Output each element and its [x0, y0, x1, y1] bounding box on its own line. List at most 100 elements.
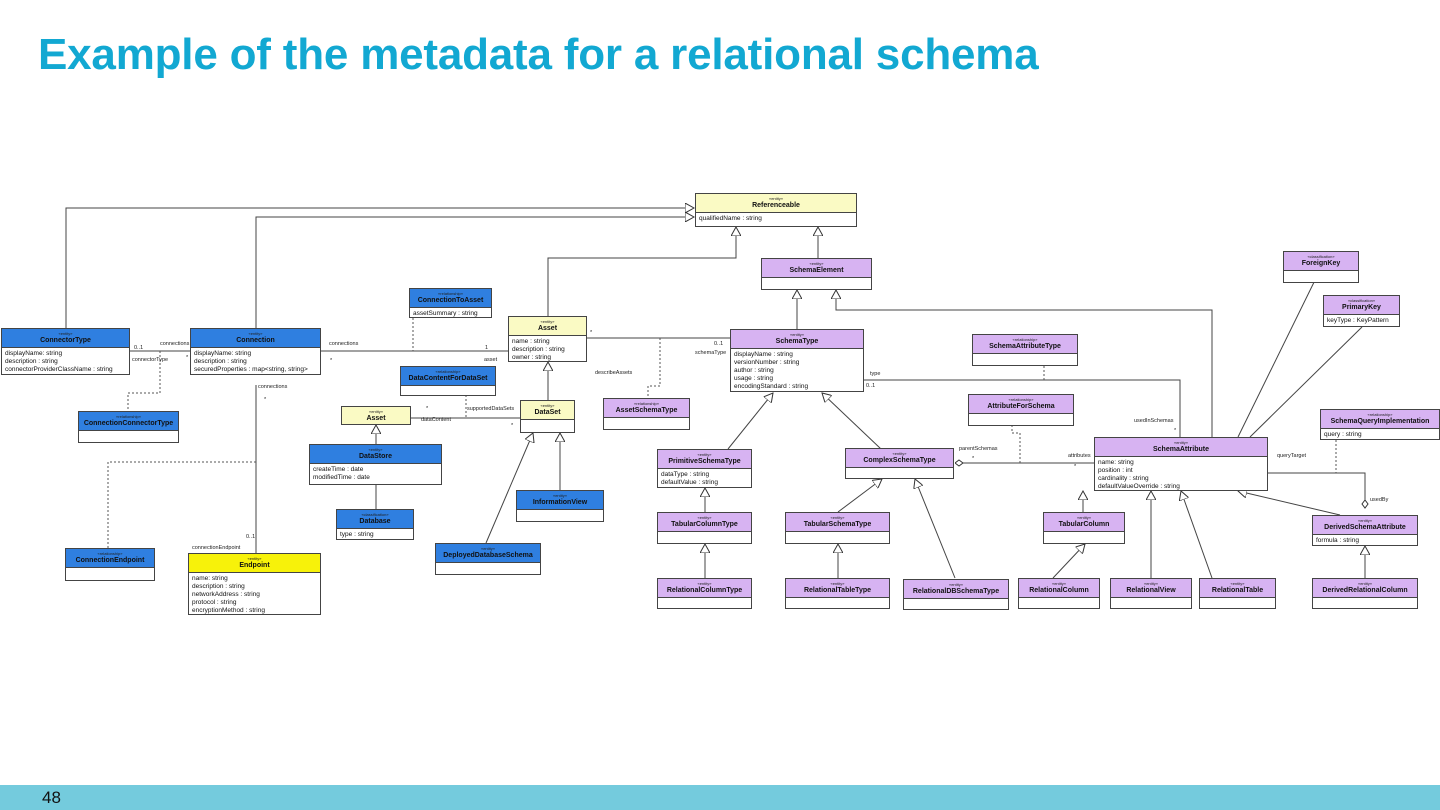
class-box-tabular-column: «entity»TabularColumn — [1043, 512, 1125, 544]
class-stereotype: «entity» — [1357, 581, 1372, 586]
class-name: RelationalView — [1126, 587, 1176, 594]
label-multiplicity: * — [1174, 428, 1177, 434]
label-attributes: attributes — [1068, 453, 1091, 459]
class-stereotype: «entity» — [58, 331, 73, 336]
class-attributes — [1044, 532, 1124, 536]
label-connections: connections — [258, 384, 288, 390]
class-attribute: assetSummary : string — [413, 310, 478, 317]
class-stereotype: «entity» — [1143, 581, 1158, 586]
class-attributes — [786, 598, 889, 602]
label-multiplicity: 0..1 — [866, 383, 876, 389]
class-attributes — [436, 563, 540, 567]
label-multiplicity: 0..1 — [246, 534, 256, 540]
class-box-header: «classification»Database — [337, 510, 413, 529]
class-name: AttributeForSchema — [987, 403, 1055, 410]
class-box-header: «relationship»AssetSchemaType — [604, 399, 689, 418]
class-attribute: displayName : string — [734, 351, 793, 358]
class-stereotype: «entity» — [948, 582, 963, 587]
class-attributes: assetSummary : string — [410, 308, 491, 317]
class-attribute: description : string — [5, 358, 58, 365]
class-attribute: securedProperties : map<string, string> — [194, 366, 308, 373]
class-box-header: «entity»TabularSchemaType — [786, 513, 889, 532]
class-attribute: usage : string — [734, 375, 774, 382]
class-name: ConnectionConnectorType — [83, 420, 174, 427]
class-name: RelationalTableType — [803, 587, 872, 594]
class-attributes — [517, 510, 603, 514]
class-stereotype: «entity» — [809, 261, 824, 266]
class-box-header: «entity»Endpoint — [189, 554, 320, 573]
class-attributes — [1313, 598, 1417, 602]
class-box-header: «entity»RelationalColumn — [1019, 579, 1099, 598]
class-box-header: «entity»SchemaElement — [762, 259, 871, 278]
class-box-header: «entity»RelationalDBSchemaType — [904, 580, 1008, 599]
label-type: type — [870, 371, 881, 377]
class-attribute: defaultValue : string — [661, 479, 718, 486]
class-name: DerivedSchemaAttribute — [1324, 524, 1406, 531]
label-multiplicity: 1 — [485, 345, 489, 351]
class-name: PrimitiveSchemaType — [668, 458, 741, 465]
class-attribute: networkAddress : string — [192, 591, 260, 598]
class-attributes — [79, 431, 178, 435]
class-stereotype: «entity» — [1173, 440, 1188, 445]
class-box-header: «relationship»SchemaAttributeType — [973, 335, 1077, 354]
class-attribute: qualifiedName : string — [699, 215, 762, 222]
label-multiplicity: * — [511, 423, 514, 429]
label-used-in-schemas: usedInSchemas — [1134, 418, 1174, 424]
label-used-by: usedBy — [1370, 497, 1389, 503]
class-box-header: «entity»TabularColumnType — [658, 513, 751, 532]
class-box-tabular-schema-type: «entity»TabularSchemaType — [785, 512, 890, 544]
class-attributes — [401, 386, 495, 390]
class-name: SchemaAttributeType — [989, 343, 1061, 350]
class-attribute: owner : string — [512, 354, 552, 361]
label-connection-endpoint: connectionEndpoint — [192, 545, 241, 551]
class-box-header: «relationship»ConnectionConnectorType — [79, 412, 178, 431]
class-box-relational-view: «entity»RelationalView — [1110, 578, 1192, 609]
label-multiplicity: 0..1 — [714, 341, 724, 347]
class-box-schema-attribute-type: «relationship»SchemaAttributeType — [972, 334, 1078, 366]
label-multiplicity: * — [330, 358, 333, 364]
label-multiplicity: * — [1074, 464, 1077, 470]
class-box-tabular-column-type: «entity»TabularColumnType — [657, 512, 752, 544]
class-stereotype: «relationship» — [116, 414, 141, 419]
class-name: ConnectorType — [40, 337, 91, 344]
class-box-connector-type: «entity»ConnectorType displayName: string… — [1, 328, 130, 375]
class-stereotype: «entity» — [552, 493, 567, 498]
class-stereotype: «entity» — [768, 196, 783, 201]
class-attributes — [1284, 271, 1358, 275]
class-attributes: formula : string — [1313, 535, 1417, 545]
class-stereotype: «entity» — [540, 403, 555, 408]
class-box-header: «relationship»ConnectionEndpoint — [66, 549, 154, 568]
class-box-deployed-database-schema: «entity»DeployedDatabaseSchema — [435, 543, 541, 575]
label-multiplicity: * — [426, 406, 429, 412]
label-parent-schemas: parentSchemas — [959, 446, 998, 452]
class-box-header: «relationship»AttributeForSchema — [969, 395, 1073, 414]
class-name: ConnectionToAsset — [417, 297, 484, 304]
class-name: SchemaType — [775, 338, 819, 345]
class-attribute: displayName: string — [194, 350, 252, 357]
class-name: Referenceable — [752, 202, 800, 209]
class-attributes — [521, 420, 574, 424]
class-stereotype: «entity» — [697, 452, 712, 457]
class-attribute: cardinality : string — [1098, 475, 1149, 482]
class-name: DerivedRelationalColumn — [1322, 587, 1408, 594]
class-box-header: «entity»Referenceable — [696, 194, 856, 213]
slide-title: Example of the metadata for a relational… — [38, 30, 1039, 79]
class-stereotype: «entity» — [248, 331, 263, 336]
class-stereotype: «classification» — [1347, 298, 1376, 303]
class-stereotype: «classification» — [1307, 254, 1335, 259]
class-attribute: protocol : string — [192, 599, 237, 606]
class-attribute: description : string — [192, 583, 245, 590]
class-attribute: formula : string — [1316, 537, 1359, 544]
